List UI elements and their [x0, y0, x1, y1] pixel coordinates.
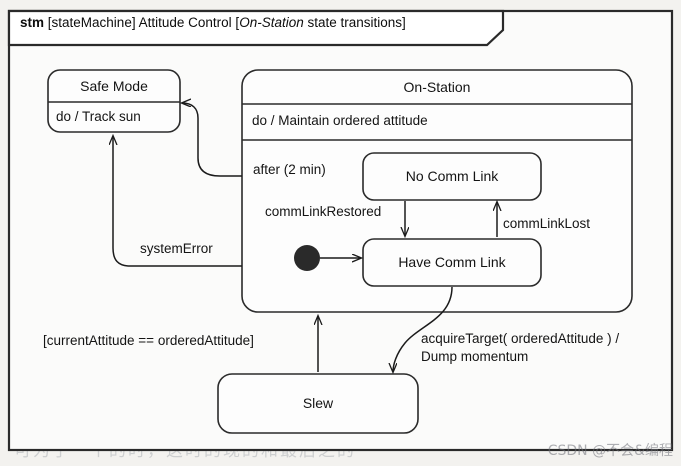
transition-after-2min-to-safe-mode	[182, 103, 242, 177]
state-label-on-station: On-Station	[403, 79, 471, 95]
frame-qualifier-bracket-close: ]	[402, 15, 406, 30]
state-label-safe-mode: Safe Mode	[80, 78, 148, 94]
transition-label-acquire-target-line1: acquireTarget( orderedAttitude ) /	[421, 331, 620, 346]
transition-acquire-target-to-slew	[393, 286, 453, 372]
state-activity-safe-mode: do / Track sun	[56, 109, 141, 124]
frame-qualifier-rest: state transitions	[307, 15, 403, 30]
transition-label-after-2min: after (2 min)	[253, 162, 326, 177]
frame-stereotype: [stateMachine]	[47, 15, 136, 30]
frame-name: Attitude Control	[138, 15, 232, 30]
initial-pseudostate-icon	[294, 245, 320, 271]
transition-system-error-to-safe-mode	[113, 136, 242, 267]
state-slew-shape[interactable]	[217, 373, 419, 434]
frame-qualifier-italic: On-Station	[239, 15, 304, 30]
frame-qualifier-bracket-open: [	[235, 15, 240, 30]
transition-label-acquire-target-line2: Dump momentum	[421, 349, 529, 364]
watermark: CSDN @不会&编程	[547, 443, 673, 459]
state-label-no-comm-link: No Comm Link	[405, 168, 499, 184]
transition-label-comm-link-restored: commLinkRestored	[265, 204, 382, 219]
frame-header-tab	[7, 9, 505, 47]
frame-title: stm [stateMachine] Attitude Control [On-…	[20, 15, 406, 30]
state-no-comm-link-shape[interactable]	[362, 152, 542, 201]
transition-label-guard-attitude: [currentAttitude == orderedAttitude]	[43, 333, 254, 348]
transition-label-system-error: systemError	[140, 241, 213, 256]
frame-keyword: stm	[20, 15, 45, 30]
state-label-slew: Slew	[302, 395, 334, 411]
transition-label-comm-link-lost: commLinkLost	[503, 216, 591, 231]
state-label-have-comm-link: Have Comm Link	[398, 254, 506, 270]
state-activity-on-station: do / Maintain ordered attitude	[252, 113, 428, 128]
state-have-comm-link-shape[interactable]	[362, 238, 542, 287]
